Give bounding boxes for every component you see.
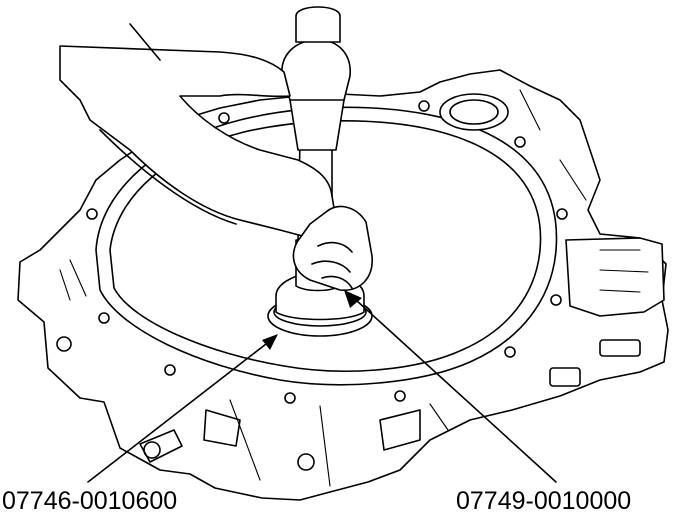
part-number-left-label: 07746-0010600 [2,487,178,515]
installer-tool [267,6,373,337]
part-number-right-label: 07749-0010000 [456,487,632,515]
technician-hands [59,23,373,291]
leader-lines [87,290,557,483]
